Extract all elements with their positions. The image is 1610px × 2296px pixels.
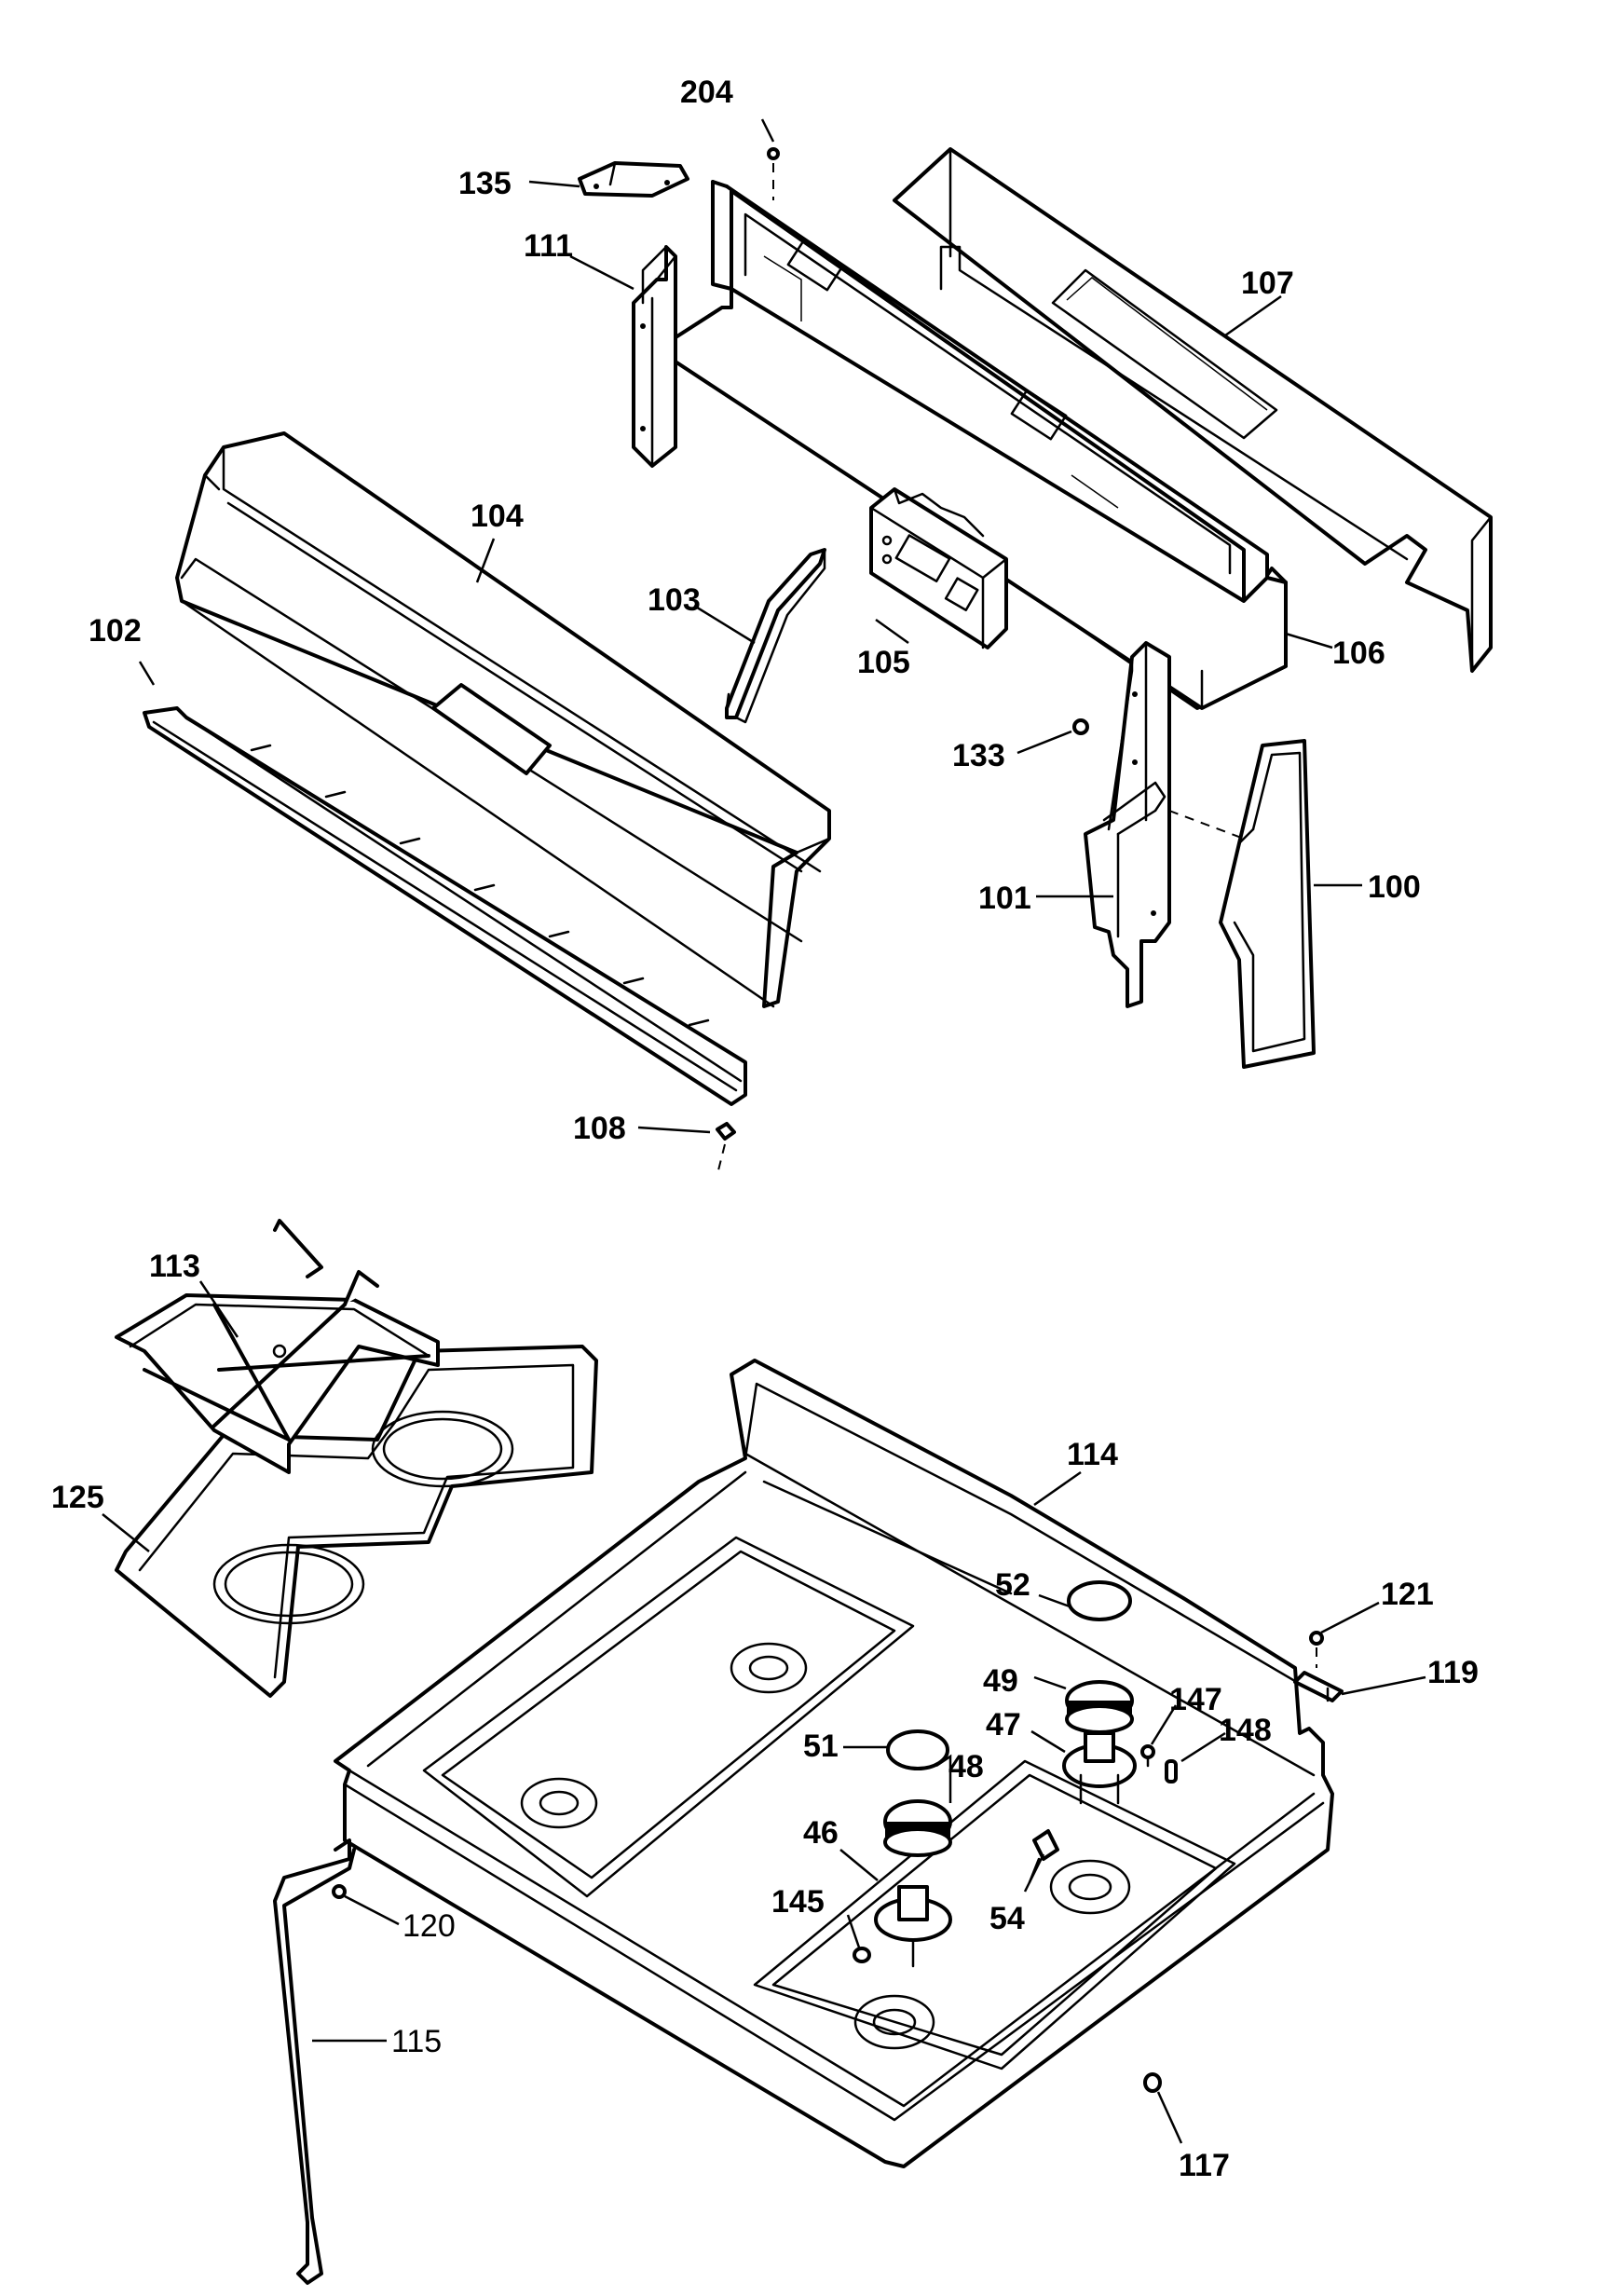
part-labels: 204 135 111 107 104 103 102 105 106 133 … (51, 75, 1479, 2183)
part-121-screw (1309, 1631, 1324, 1668)
label-115: 115 (391, 2024, 442, 2059)
part-117-foot (1143, 2072, 1162, 2093)
part-120-screw (332, 1884, 347, 1899)
label-101: 101 (978, 881, 1031, 916)
part-101-bracket (1084, 641, 1245, 1008)
part-104-front-panel (175, 431, 831, 1008)
label-114: 114 (1067, 1437, 1118, 1472)
label-120: 120 (402, 1908, 456, 1944)
label-145: 145 (771, 1884, 825, 1920)
part-133-nut (1072, 718, 1089, 735)
part-106-backguard (655, 180, 1288, 710)
label-204: 204 (680, 75, 733, 110)
label-135: 135 (458, 166, 512, 201)
label-119: 119 (1427, 1655, 1479, 1690)
label-54: 54 (989, 1901, 1025, 1936)
label-125: 125 (51, 1480, 104, 1515)
part-147-screw (1140, 1744, 1155, 1768)
part-113-grate (115, 1219, 440, 1474)
part-111-bracket (632, 245, 677, 468)
part-204-screw (767, 147, 780, 200)
label-104: 104 (471, 499, 524, 534)
label-49: 49 (983, 1663, 1018, 1699)
label-121: 121 (1381, 1577, 1434, 1612)
label-48: 48 (948, 1749, 984, 1784)
part-145-clip (853, 1947, 871, 1963)
part-114-cooktop (334, 1359, 1334, 2168)
label-133: 133 (952, 738, 1005, 773)
label-111: 111 (524, 228, 573, 264)
part-148-screw (1165, 1759, 1178, 1784)
label-113: 113 (149, 1249, 200, 1284)
label-100: 100 (1368, 869, 1421, 905)
label-52: 52 (995, 1567, 1030, 1603)
part-102-trim (143, 706, 747, 1106)
part-135-clip (578, 161, 689, 198)
leader-lines (102, 118, 1426, 2144)
label-106: 106 (1332, 636, 1385, 671)
part-119-bracket (1293, 1671, 1344, 1702)
label-107: 107 (1241, 266, 1294, 301)
label-147: 147 (1169, 1682, 1222, 1717)
part-105-control (869, 487, 1008, 649)
label-103: 103 (648, 582, 701, 618)
label-148: 148 (1219, 1713, 1272, 1748)
label-105: 105 (857, 645, 910, 680)
burner-stack-right (1062, 1580, 1137, 1805)
label-46: 46 (803, 1815, 839, 1851)
part-100-side-panel (1219, 739, 1316, 1069)
label-102: 102 (89, 613, 142, 649)
label-117: 117 (1179, 2148, 1230, 2183)
part-103-bracket (725, 548, 826, 724)
part-108-screw (716, 1122, 736, 1175)
label-108: 108 (573, 1111, 626, 1146)
part-115-rod (273, 1838, 356, 2285)
label-47: 47 (986, 1707, 1021, 1742)
part-107-rear-cap (893, 147, 1493, 673)
burner-stack-center (874, 1729, 952, 1968)
label-51: 51 (803, 1729, 839, 1764)
